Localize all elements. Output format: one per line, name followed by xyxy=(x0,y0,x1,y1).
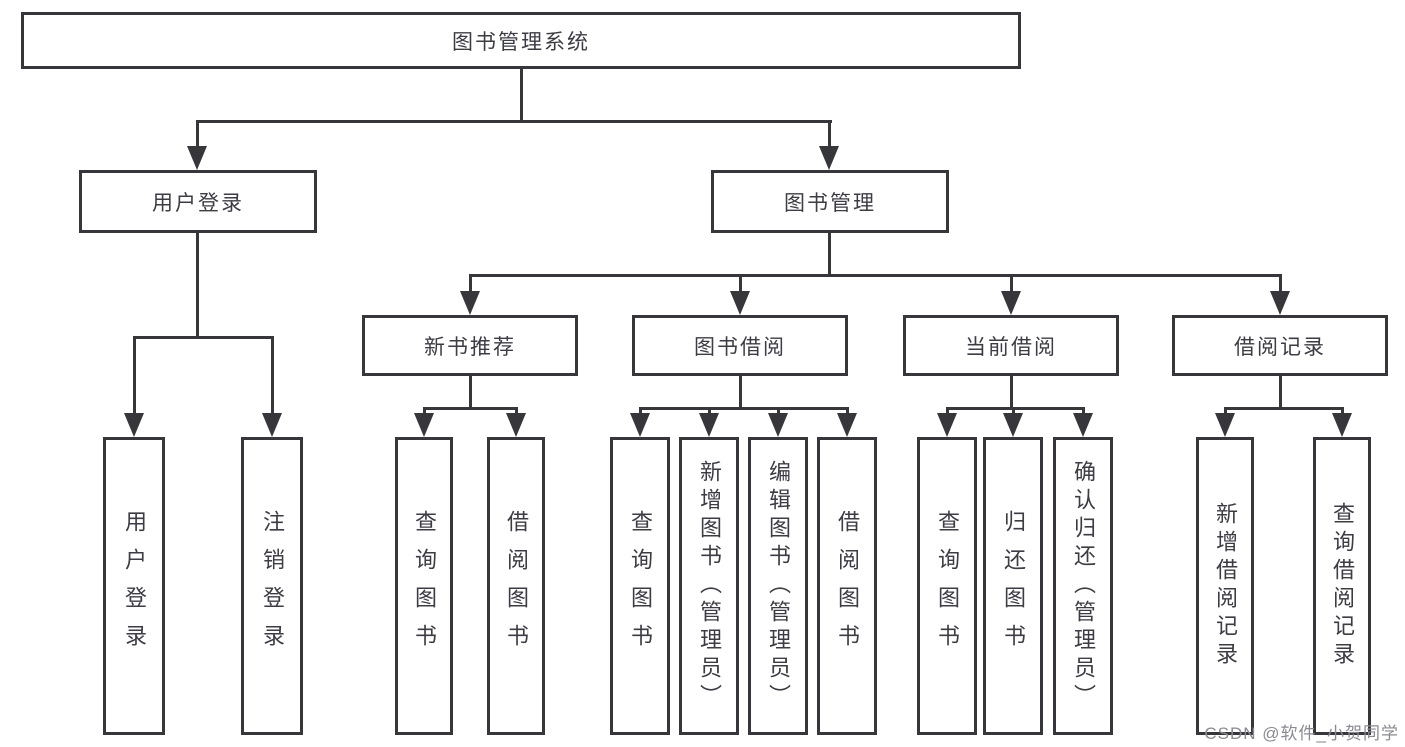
connector-line xyxy=(196,120,199,148)
arrow-down-icon xyxy=(460,291,480,315)
leaf-label: 查询借阅记录 xyxy=(1330,502,1355,670)
arrow-down-icon xyxy=(124,413,144,437)
connector-line xyxy=(708,407,711,416)
leaf-label: 新增借阅记录 xyxy=(1213,502,1238,670)
connector-line xyxy=(196,233,199,338)
arrow-down-icon xyxy=(506,413,526,437)
leaf-query-borrow-record: 查询借阅记录 xyxy=(1313,437,1371,735)
connector-line xyxy=(1341,407,1344,416)
arrow-down-icon xyxy=(187,146,207,170)
arrow-down-icon xyxy=(1003,413,1023,437)
leaf-confirm-return-admin: 确认归还（管理员） xyxy=(1053,437,1113,735)
connector-line xyxy=(828,120,831,148)
connector-line xyxy=(1082,407,1085,416)
node-user-login: 用户登录 xyxy=(79,170,317,233)
connector-line xyxy=(639,407,849,410)
arrow-down-icon xyxy=(819,146,839,170)
node-book-borrowing: 图书借阅 xyxy=(632,315,848,376)
arrow-down-icon xyxy=(414,413,434,437)
connector-line xyxy=(639,407,642,416)
leaf-label: 查询图书 xyxy=(628,510,653,662)
leaf-logout: 注销登录 xyxy=(241,437,303,735)
connector-line xyxy=(777,407,780,416)
connector-line xyxy=(739,376,742,409)
arrow-down-icon xyxy=(768,413,788,437)
connector-line xyxy=(1010,376,1013,409)
leaf-label: 归还图书 xyxy=(1001,510,1026,662)
leaf-edit-book-admin: 编辑图书（管理员） xyxy=(748,437,808,735)
node-book-management-system: 图书管理系统 xyxy=(21,12,1021,69)
leaf-label: 编辑图书（管理员） xyxy=(766,460,791,712)
leaf-query-books-recommend: 查询图书 xyxy=(395,437,453,735)
node-new-book-recommendation: 新书推荐 xyxy=(362,315,578,376)
connector-line xyxy=(1224,407,1343,410)
arrow-down-icon xyxy=(1270,291,1290,315)
connector-line xyxy=(423,407,426,416)
connector-line xyxy=(133,336,274,339)
connector-line xyxy=(196,120,832,123)
connector-line xyxy=(423,407,517,410)
arrow-down-icon xyxy=(699,413,719,437)
connector-line xyxy=(828,233,831,276)
leaf-add-book-admin: 新增图书（管理员） xyxy=(679,437,739,735)
arrow-down-icon xyxy=(630,413,650,437)
leaf-add-borrow-record: 新增借阅记录 xyxy=(1196,437,1254,735)
arrow-down-icon xyxy=(262,413,282,437)
leaf-borrow-books-recommend: 借阅图书 xyxy=(487,437,545,735)
leaf-return-books: 归还图书 xyxy=(983,437,1043,735)
leaf-label: 注销登录 xyxy=(260,510,285,662)
node-borrowing-records: 借阅记录 xyxy=(1172,315,1388,376)
arrow-down-icon xyxy=(937,413,957,437)
leaf-query-books-borrow: 查询图书 xyxy=(610,437,670,735)
leaf-query-books-current: 查询图书 xyxy=(917,437,977,735)
connector-line xyxy=(133,336,136,416)
node-book-management: 图书管理 xyxy=(711,170,949,233)
connector-line xyxy=(469,376,472,409)
leaf-label: 新增图书（管理员） xyxy=(697,460,722,712)
connector-line xyxy=(1224,407,1227,416)
connector-line xyxy=(469,274,472,293)
leaf-label: 查询图书 xyxy=(412,510,437,662)
connector-line xyxy=(1279,376,1282,409)
connector-line xyxy=(946,407,949,416)
leaf-label: 借阅图书 xyxy=(504,510,529,662)
leaf-label: 查询图书 xyxy=(935,510,960,662)
leaf-label: 确认归还（管理员） xyxy=(1071,460,1096,712)
arrow-down-icon xyxy=(1332,413,1352,437)
leaf-label: 借阅图书 xyxy=(835,510,860,662)
arrow-down-icon xyxy=(1001,291,1021,315)
connector-line xyxy=(469,274,1282,277)
arrow-down-icon xyxy=(1215,413,1235,437)
leaf-label: 用户登录 xyxy=(122,510,147,662)
watermark: CSDN @软件_小贺同学 xyxy=(1204,724,1399,743)
connector-line xyxy=(1012,407,1015,416)
arrow-down-icon xyxy=(837,413,857,437)
node-current-borrowing: 当前借阅 xyxy=(903,315,1119,376)
connector-line xyxy=(846,407,849,416)
connector-line xyxy=(1010,274,1013,293)
leaf-borrow-books: 借阅图书 xyxy=(817,437,877,735)
connector-line xyxy=(520,69,523,122)
connector-line xyxy=(739,274,742,293)
leaf-user-login: 用户登录 xyxy=(103,437,165,735)
connector-line xyxy=(515,407,518,416)
connector-line xyxy=(271,336,274,416)
connector-line xyxy=(1279,274,1282,293)
connector-line xyxy=(946,407,1084,410)
arrow-down-icon xyxy=(1073,413,1093,437)
arrow-down-icon xyxy=(730,291,750,315)
